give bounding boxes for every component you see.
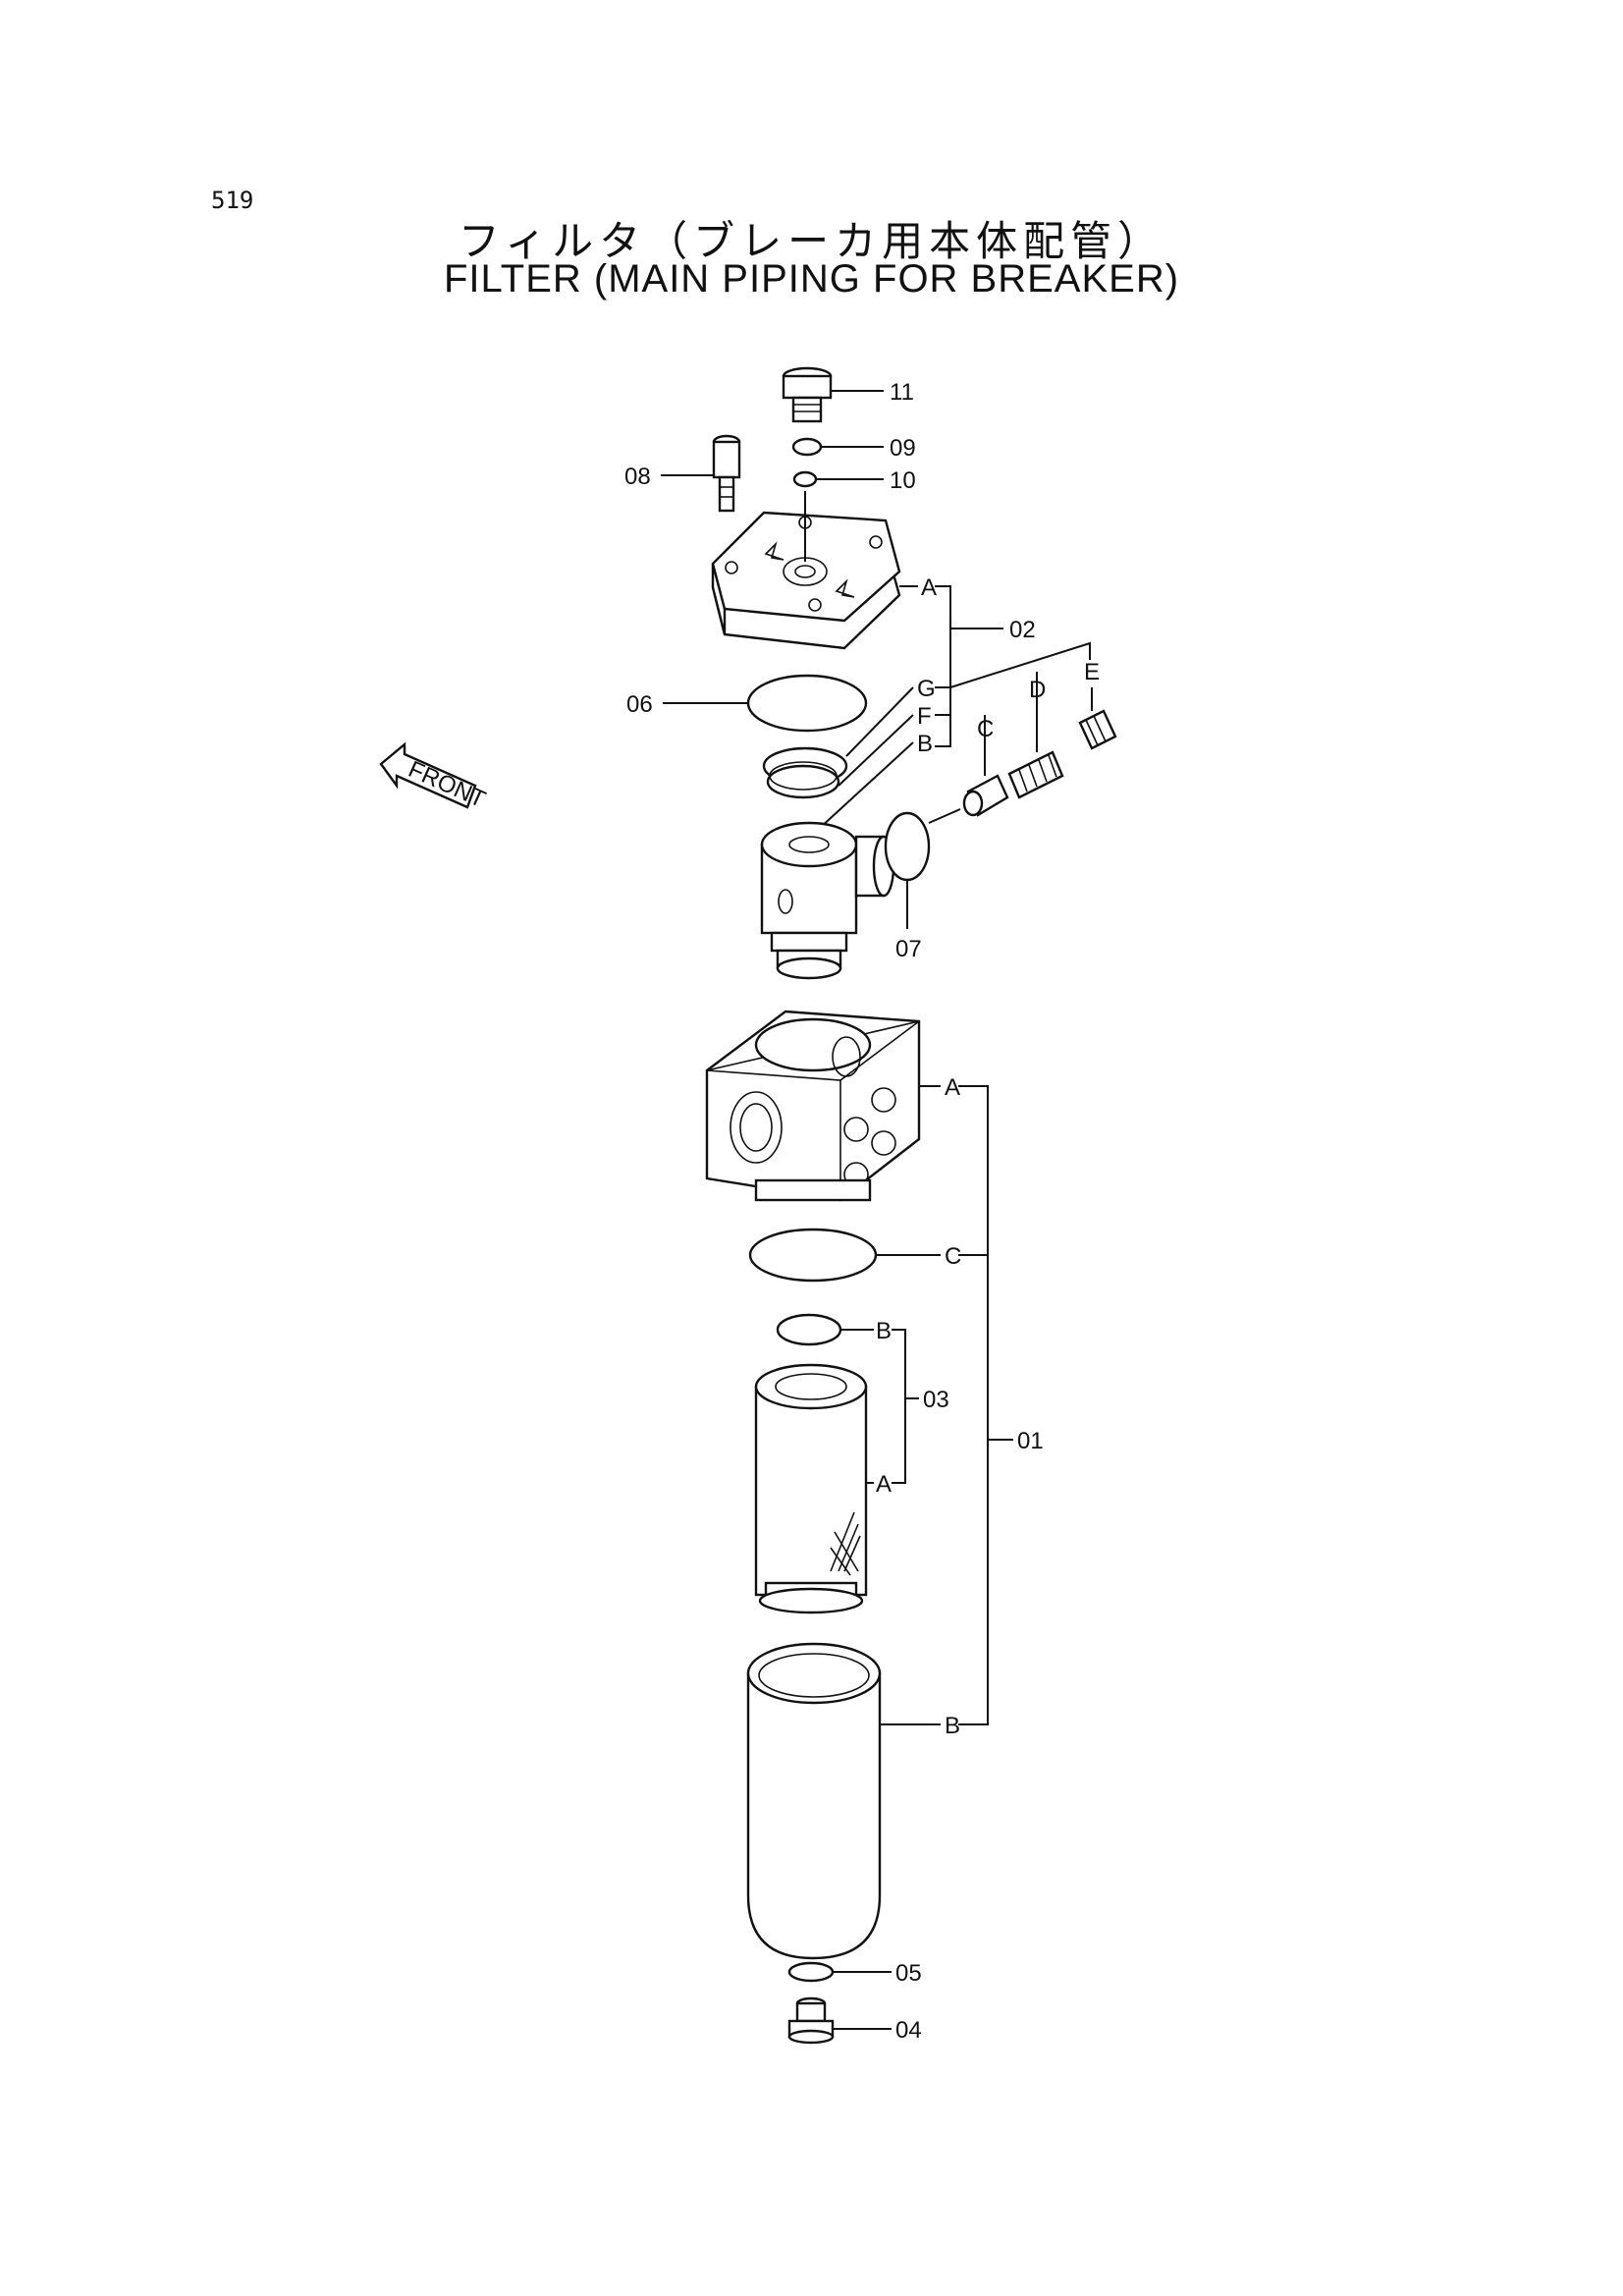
callout-08: 08 xyxy=(624,464,651,490)
part-oring-01c xyxy=(748,1228,878,1283)
front-arrow-icon: FRONT xyxy=(379,741,490,813)
part-plug-02e xyxy=(1078,709,1117,750)
part-head-cover-02a xyxy=(711,511,901,650)
callout-11: 11 xyxy=(890,379,914,406)
sublabel-03-b: B xyxy=(876,1318,892,1344)
sublabel-03-a: A xyxy=(876,1471,892,1498)
sublabel-02-g: G xyxy=(917,676,936,702)
part-oring-07 xyxy=(884,811,931,882)
sublabel-02-e: E xyxy=(1084,659,1100,685)
callout-03: 03 xyxy=(923,1387,949,1413)
part-filter-head-01a xyxy=(705,1010,921,1202)
part-plug-11 xyxy=(782,366,833,423)
part-ring-02f xyxy=(766,764,840,799)
sublabel-01-a: A xyxy=(945,1074,960,1101)
callout-01: 01 xyxy=(1017,1428,1044,1454)
part-filter-bowl-01b xyxy=(746,1642,882,1960)
part-spring-02d xyxy=(1007,750,1064,799)
sublabel-01-b: B xyxy=(945,1713,960,1739)
callout-09: 09 xyxy=(890,435,916,462)
front-label: FRONT xyxy=(405,756,490,813)
sublabel-02-a: A xyxy=(921,574,937,601)
sublabel-02-d: D xyxy=(1029,677,1046,703)
part-bolt-08 xyxy=(712,434,741,513)
callout-07: 07 xyxy=(895,936,922,962)
part-oring-05 xyxy=(787,1961,835,1983)
part-filter-element-03a xyxy=(754,1363,868,1614)
title-japanese: フィルタ（ブレーカ用本体配管） xyxy=(458,217,1165,265)
sublabel-01-c: C xyxy=(945,1243,961,1270)
part-oring-03b xyxy=(776,1313,842,1346)
part-oring-06 xyxy=(746,674,868,733)
callout-10: 10 xyxy=(890,467,916,494)
page-number: 519 xyxy=(211,187,254,214)
sublabel-02-f: F xyxy=(917,703,932,730)
callout-06: 06 xyxy=(626,691,653,718)
part-drain-plug-04 xyxy=(787,1996,835,2045)
callout-02: 02 xyxy=(1009,617,1036,643)
title-english: FILTER (MAIN PIPING FOR BREAKER) xyxy=(443,257,1180,301)
part-poppet-02c xyxy=(962,774,1009,817)
part-oring-10 xyxy=(792,470,818,488)
sublabel-02-b: B xyxy=(917,731,933,757)
part-valve-body-02b xyxy=(760,821,895,980)
sublabel-02-c: C xyxy=(977,716,994,742)
callout-05: 05 xyxy=(895,1960,922,1987)
callout-04: 04 xyxy=(895,2017,922,2044)
part-oring-09 xyxy=(791,437,823,457)
